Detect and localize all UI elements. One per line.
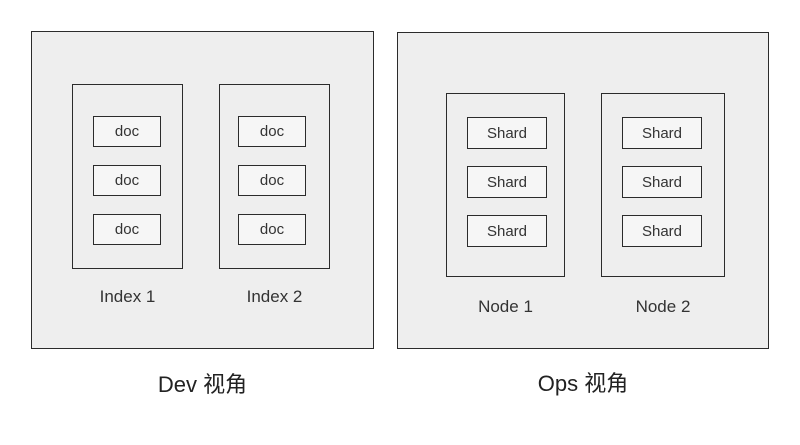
doc-item: doc xyxy=(238,165,306,196)
node-1-label: Node 1 xyxy=(478,297,533,316)
index-1-label: Index 1 xyxy=(99,287,156,306)
shard-item: Shard xyxy=(467,166,547,198)
shard-item: Shard xyxy=(467,215,547,247)
doc-item: doc xyxy=(238,214,306,245)
shard-item: Shard xyxy=(622,117,702,149)
doc-item: doc xyxy=(93,165,161,196)
shard-item: Shard xyxy=(622,166,702,198)
index-2-label: Index 2 xyxy=(246,287,303,306)
ops-view-caption: Ops 视角 xyxy=(537,371,629,396)
node-2-label: Node 2 xyxy=(635,297,691,316)
doc-item: doc xyxy=(93,116,161,147)
doc-item: doc xyxy=(238,116,306,147)
dev-view-caption: Dev 视角 xyxy=(157,372,248,397)
doc-item: doc xyxy=(93,214,161,245)
shard-item: Shard xyxy=(467,117,547,149)
shard-item: Shard xyxy=(622,215,702,247)
